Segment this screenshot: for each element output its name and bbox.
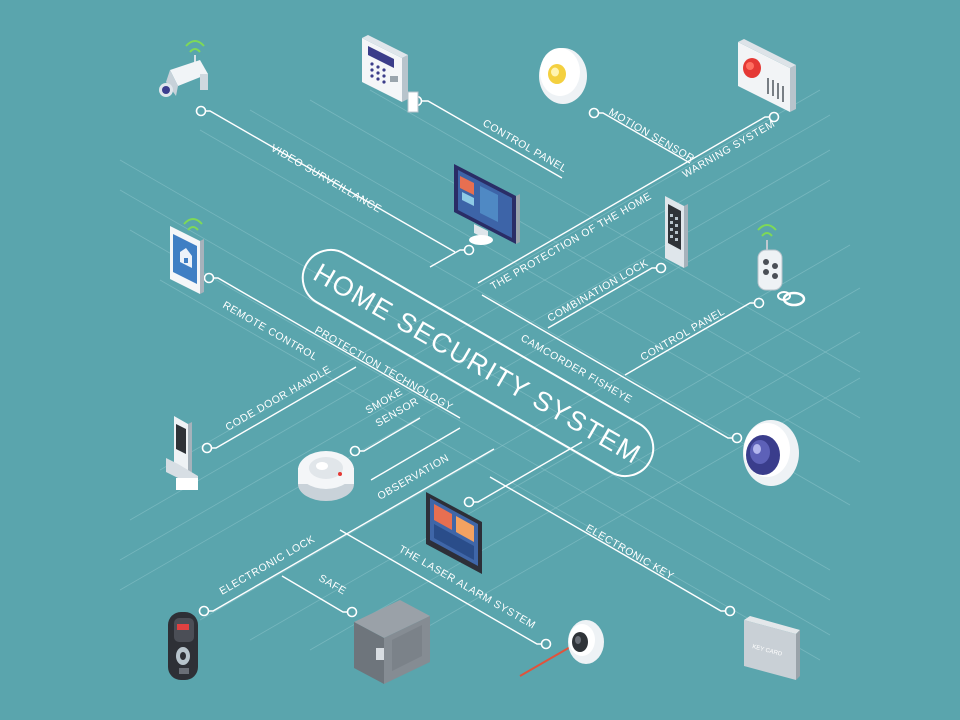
- connector-control-panel-right: [624, 302, 759, 376]
- node-smoke-sensor: [349, 445, 361, 457]
- warning-button-icon: [738, 39, 796, 112]
- electronic-lock-icon: [168, 612, 198, 680]
- node-video-surveillance: [195, 105, 207, 117]
- smartphone-icon: [170, 218, 204, 294]
- motion-sensor-icon: [539, 48, 587, 104]
- combination-lock-icon: [665, 196, 688, 268]
- alarm-keypad-icon: [362, 35, 419, 113]
- node-code-door-handle: [201, 442, 213, 454]
- label-warning-system: WARNING SYSTEM: [681, 118, 778, 181]
- label-code-door-handle: CODE DOOR HANDLE: [224, 363, 334, 433]
- laser-alarm-icon: [519, 620, 604, 677]
- label-control-panel-right: CONTROL PANEL: [639, 306, 728, 364]
- node-laser-alarm: [540, 638, 552, 650]
- connector-observation: [370, 427, 461, 481]
- node-safe: [346, 606, 358, 618]
- node-warning-system: [768, 111, 780, 123]
- key-fob-icon: [757, 224, 806, 307]
- node-combination-lock: [655, 262, 667, 274]
- node-remote-control: [203, 272, 215, 284]
- connector-monitor: [429, 249, 469, 268]
- code-door-handle-icon: [166, 416, 198, 490]
- title-box: [301, 249, 655, 477]
- title-group: HOME SECURITY SYSTEM: [301, 249, 655, 477]
- node-camcorder-fisheye: [731, 432, 743, 444]
- node-electronic-key: [724, 605, 736, 617]
- label-combination-lock: COMBINATION LOCK: [546, 257, 651, 325]
- label-electronic-key: ELECTRONIC KEY: [584, 522, 677, 582]
- label-video-surveillance: VIDEO SURVEILLANCE: [269, 142, 384, 215]
- node-tablet: [463, 496, 475, 508]
- connector-code-door-handle: [207, 366, 357, 449]
- connector-tablet: [469, 441, 583, 503]
- node-control-panel-right: [753, 297, 765, 309]
- label-control-panel-top: CONTROL PANEL: [481, 117, 570, 175]
- node-monitor: [463, 244, 475, 256]
- node-motion-sensor: [588, 107, 600, 119]
- key-card-icon: KEY CARD: [744, 616, 800, 680]
- label-safe: SAFE: [317, 572, 349, 597]
- safe-icon: [354, 600, 430, 684]
- label-motion-sensor: MOTION SENSOR: [607, 106, 697, 165]
- security-camera-icon: [159, 40, 208, 97]
- monitor-icon: [454, 164, 520, 245]
- connector-control-panel-top: [417, 100, 563, 179]
- smoke-sensor-icon: [298, 451, 354, 501]
- connector-combination-lock: [547, 267, 661, 329]
- fisheye-camera-icon: [743, 420, 799, 486]
- node-electronic-lock: [198, 605, 210, 617]
- tablet-icon: [426, 492, 482, 574]
